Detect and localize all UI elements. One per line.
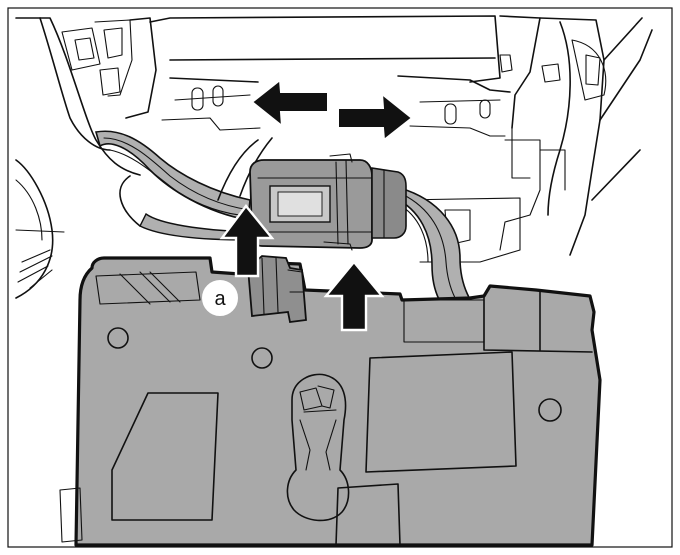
push-direction-arrows: [219, 204, 385, 332]
slide-direction-arrows: [250, 78, 414, 142]
callout-a-label: a: [214, 288, 226, 310]
connector-plug: [249, 153, 407, 251]
control-module: [59, 256, 602, 547]
callout-a: a: [202, 280, 238, 316]
up-arrow-icon: [323, 260, 385, 332]
wire-harness: [94, 130, 273, 241]
right-arrow-icon: [337, 91, 414, 142]
module-socket: [247, 255, 307, 323]
left-arrow-icon: [250, 78, 329, 129]
up-arrow-icon: [219, 204, 275, 278]
vehicle-interior-background: [15, 15, 653, 299]
